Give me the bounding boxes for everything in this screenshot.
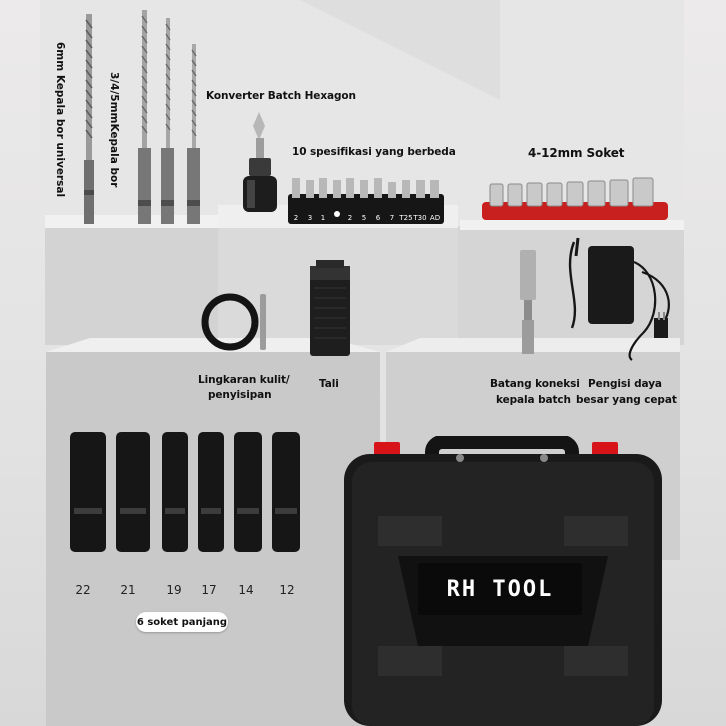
socket-rail [482,177,668,220]
socket-size-label: 22 [75,583,91,597]
bit-label: 3 [308,214,312,222]
bit-label: 5 [362,214,366,222]
socket-size-label: 17 [201,583,217,597]
label-spesifikasi: 10 spesifikasi yang berbeda [292,146,456,158]
socket-size-label: 21 [120,583,136,597]
label-konverter: Konverter Batch Hexagon [206,90,356,102]
socket-size-label: 14 [238,583,254,597]
label-pengisi-2: besar yang cepat [576,394,677,406]
label-batang-1: Batang koneksi [490,378,580,390]
bit-label: AD [430,214,440,222]
label-soket-panjang-text: 6 soket panjang [136,616,228,628]
brand-text: RH TOOL [446,576,554,602]
label-soket: 4-12mm Soket [528,146,625,160]
label-lingkaran-1: Lingkaran kulit/ [198,374,290,386]
drill-bits [84,10,200,224]
bit-label: 7 [390,214,394,222]
strap [310,260,350,356]
bit-label: 2 [294,214,298,222]
bit-label: T25 [398,214,412,222]
o-ring-and-pin [201,293,266,351]
label-kepala-bor: 3/4/5mmKepala bor [108,72,120,188]
label-soket-panjang: 6 soket panjang [136,612,228,632]
label-tali: Tali [319,378,339,390]
long-sockets [70,432,300,552]
charger [568,237,670,361]
label-lingkaran-2: penyisipan [208,389,272,401]
socket-size-label: 12 [279,583,295,597]
extension-bar [520,250,536,354]
brand-logo: RH TOOL [418,563,582,615]
label-pengisi-1: Pengisi daya [588,378,662,390]
bit-label: 2 [348,214,352,222]
label-bor-universal: 6mm Kepala bor universal [54,42,66,198]
bit-label: T30 [412,214,426,222]
bit-tray: 2 3 1 2 5 6 7 T25 T30 AD [288,178,444,224]
hex-converter [243,112,277,212]
bit-label: 6 [376,214,381,222]
bit-label: 1 [321,214,325,222]
label-batang-2: kepala batch [496,394,571,406]
socket-size-label: 19 [166,583,182,597]
